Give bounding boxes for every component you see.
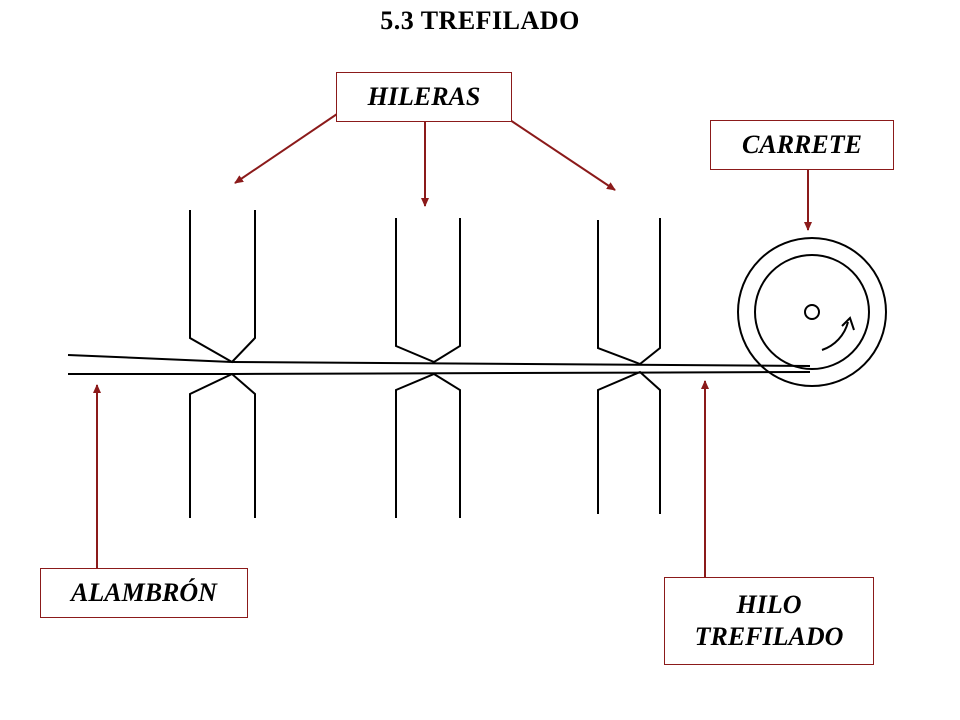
reel (737, 237, 887, 387)
hilo-trefilado-label-box: HILO TREFILADO (664, 577, 874, 665)
carrete-label: CARRETE (742, 129, 862, 159)
alambron-label-box: ALAMBRÓN (40, 568, 248, 618)
alambron-label: ALAMBRÓN (71, 577, 217, 607)
annotation-arrows (93, 111, 812, 577)
carrete-label-box: CARRETE (710, 120, 894, 170)
die-3 (597, 218, 661, 514)
die-2 (395, 218, 461, 518)
hilo-label-line1: HILO (736, 589, 802, 619)
page-title: 5.3 TREFILADO (380, 6, 580, 35)
hileras-label: HILERAS (367, 81, 481, 111)
arrow-hileras-right (509, 119, 616, 191)
die-1 (189, 210, 256, 518)
wire (67, 354, 811, 375)
arrow-hileras-left (234, 111, 341, 184)
hileras-label-box: HILERAS (336, 72, 512, 122)
hilo-label-line2: TREFILADO (694, 622, 844, 651)
